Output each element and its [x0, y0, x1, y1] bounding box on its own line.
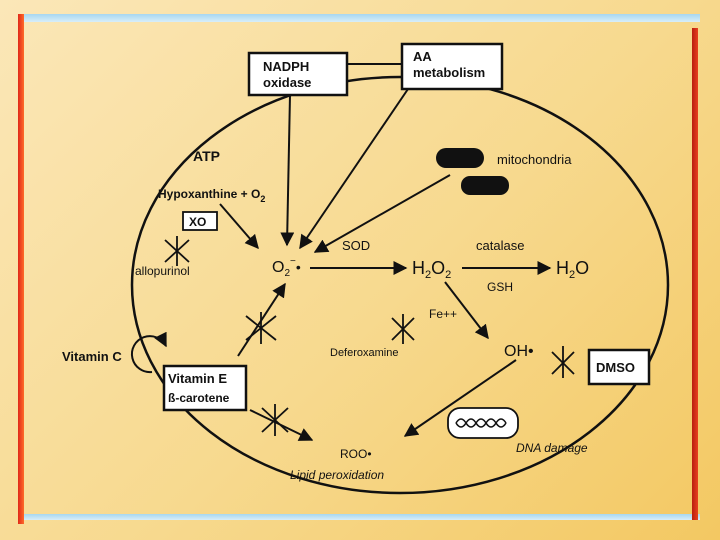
inhibition-mark-lipid — [261, 404, 289, 436]
h2o-label: H2O — [556, 258, 589, 281]
frame-left-bar — [18, 14, 24, 524]
superoxide-subscript: 2 — [284, 268, 290, 279]
h2o2-label: H2O2 — [412, 258, 451, 281]
gsh-label: GSH — [487, 280, 513, 294]
vitamin-e-label: Vitamin E — [168, 371, 227, 386]
frame-bottom-bar — [20, 514, 700, 520]
metabolism-label: metabolism — [413, 65, 485, 80]
aa-label: AA — [413, 49, 432, 64]
h2o-h: H — [556, 258, 569, 278]
inhibition-mark-allopurinol — [164, 236, 190, 266]
arrow-h2o2-to-hydroxyl — [444, 281, 489, 340]
hypoxanthine-subscript: 2 — [260, 194, 265, 204]
dna-strand-icon — [455, 418, 507, 428]
h2o-sub: 2 — [569, 269, 575, 281]
lipid-peroxidation-label: Lipid peroxidation — [290, 468, 384, 482]
arrow-nadph-to-superoxide — [280, 94, 295, 247]
vitamin-c-label: Vitamin C — [62, 349, 122, 364]
mitochondria-label: mitochondria — [497, 152, 572, 167]
vitamin-c-recycle-loop — [130, 331, 167, 374]
allopurinol-label: allopurinol — [135, 264, 190, 278]
catalase-label: catalase — [476, 238, 524, 253]
mitochondrion-shape — [461, 176, 509, 195]
fe-label: Fe++ — [429, 307, 457, 321]
inhibition-mark-deferoxamine — [391, 314, 415, 344]
deferoxamine-label: Deferoxamine — [330, 347, 398, 359]
hydroxyl-label: OH• — [504, 343, 534, 360]
dna-icon — [447, 407, 519, 439]
nadph-label: NADPH — [263, 59, 309, 74]
nadph-oxidase-box — [247, 51, 349, 97]
xo-box — [182, 211, 218, 231]
h2o2-sub1: 2 — [425, 269, 431, 281]
dna-damage-label: DNA damage — [516, 441, 588, 455]
h2o2-o: O — [431, 258, 445, 278]
sod-label: SOD — [342, 238, 370, 253]
dmso-box — [587, 348, 651, 386]
hypoxanthine-label: Hypoxanthine + O2 — [158, 187, 265, 204]
oxidase-label: oxidase — [263, 75, 311, 90]
inhibition-mark-dmso — [551, 346, 575, 378]
beta-carotene-label: ß-carotene — [168, 391, 230, 405]
dmso-label: DMSO — [596, 360, 635, 375]
frame-top-bar — [20, 14, 700, 22]
superoxide-text: O — [272, 259, 284, 276]
cell-outline — [130, 75, 670, 495]
inhibition-mark-vitamin — [245, 312, 277, 344]
roo-label: ROO• — [340, 447, 372, 461]
dna-strand-icon — [455, 418, 507, 428]
superoxide-superscript: − — [290, 256, 296, 267]
atp-label: ATP — [193, 148, 220, 164]
h2o2-sub2: 2 — [445, 269, 451, 281]
arrow-hydroxyl-to-roo — [403, 359, 517, 437]
aa-metabolism-box — [400, 42, 504, 91]
arrow-aa-to-superoxide — [299, 88, 409, 250]
xo-label: XO — [189, 215, 206, 229]
superoxide-dot: • — [296, 259, 301, 275]
h2o2-h: H — [412, 258, 425, 278]
mitochondrion-shape — [436, 148, 484, 168]
vitamin-e-box — [162, 364, 248, 412]
frame-right-bar — [692, 28, 698, 520]
arrow-mito-to-superoxide — [313, 174, 451, 253]
hypoxanthine-text: Hypoxanthine + O — [158, 187, 260, 201]
superoxide-label: O2−• — [272, 256, 301, 279]
arrow-xo-to-superoxide — [219, 203, 259, 250]
h2o-o: O — [575, 258, 589, 278]
